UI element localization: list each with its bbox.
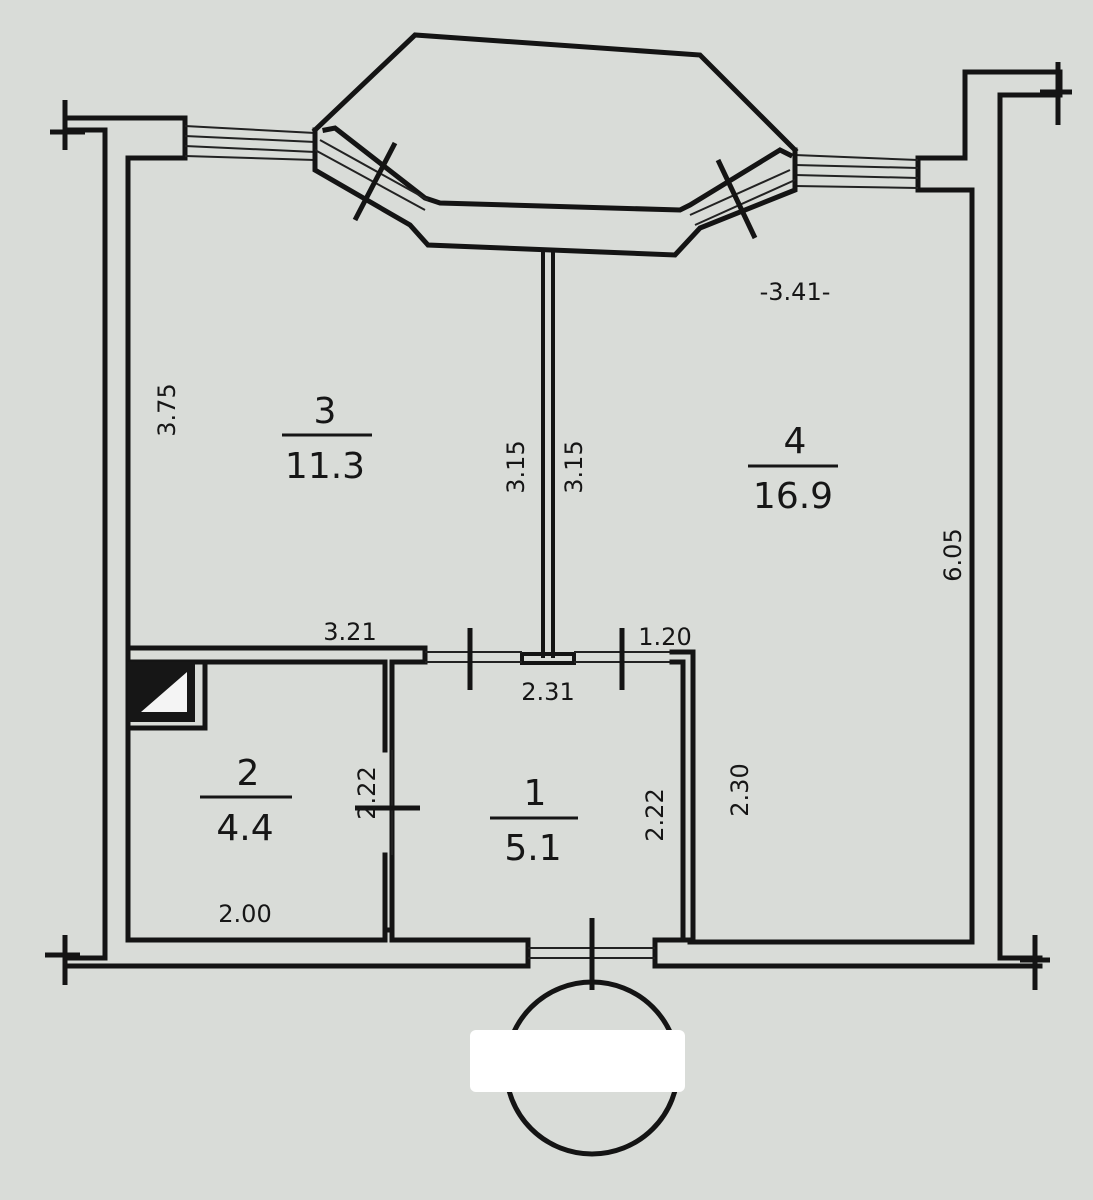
- room-4-area: 16.9: [753, 476, 833, 517]
- vent-shaft-triangle: [141, 672, 187, 712]
- redaction-box: [470, 1030, 685, 1092]
- bay-pane: [689, 169, 791, 216]
- dim-room3-bottom: 3.21: [323, 618, 376, 646]
- window-pane: [184, 135, 316, 143]
- dim-room2-bottom: 2.00: [218, 900, 271, 928]
- hall-right-wall-inner: [669, 659, 686, 943]
- bay-door-tick: [352, 141, 398, 222]
- bottom-wall-left: [62, 927, 531, 969]
- bay-outer: [311, 32, 799, 154]
- room-1-number: 1: [524, 773, 547, 814]
- dimension-labels: -3.41- 3.75 3.15 3.15 6.05 3.21 1.20 2.3…: [153, 278, 967, 928]
- window-pane: [794, 154, 919, 161]
- dim-room2-right: 2.22: [353, 766, 381, 819]
- bay-door-tick: [715, 158, 758, 240]
- bay-pane: [694, 179, 796, 226]
- dim-hall-right: 2.22: [641, 788, 669, 841]
- bottom-wall-right-inner: [652, 937, 975, 945]
- window-pane: [184, 125, 316, 134]
- window-pane: [184, 155, 316, 161]
- window-pane: [794, 185, 919, 189]
- room-4-number: 4: [784, 421, 807, 462]
- right-wall-outer: [915, 69, 1063, 961]
- dim-partition-left: 3.15: [502, 440, 530, 493]
- window-pane: [794, 174, 919, 179]
- exterior-walls: [45, 62, 1072, 990]
- bay-balcony-line: [322, 125, 794, 213]
- left-wall-inner: [125, 127, 188, 943]
- partition-3-4: [520, 252, 576, 665]
- right-wall-inner: [915, 155, 975, 943]
- dim-partition-right: 3.15: [560, 440, 588, 493]
- interior-walls: [125, 628, 696, 990]
- dim-door-label: 1.20: [638, 623, 691, 651]
- bay-window: [311, 32, 799, 258]
- entrance-marker: [470, 979, 685, 1157]
- room-1-area: 5.1: [504, 828, 561, 869]
- room-3-number: 3: [314, 391, 337, 432]
- hall-right-wall: [669, 649, 696, 943]
- partition-base: [520, 652, 576, 665]
- left-wall-outer: [62, 115, 188, 961]
- room-labels: 3 11.3 4 16.9 2 4.4 1 5.1: [200, 391, 838, 869]
- bay-inner: [312, 127, 798, 258]
- room-3-area: 11.3: [285, 446, 365, 487]
- vent-shaft-icon: [128, 662, 195, 722]
- bay-pane: [314, 149, 426, 211]
- dim-hall-top: 2.31: [521, 678, 574, 706]
- dim-room3-left: 3.75: [153, 383, 181, 436]
- room-2-area: 4.4: [216, 808, 273, 849]
- closet-wall: [125, 659, 208, 731]
- bay-pane: [319, 139, 429, 201]
- window-pane: [794, 164, 919, 169]
- dim-top-right: -3.41-: [760, 278, 831, 306]
- dim-room4-right: 6.05: [939, 528, 967, 581]
- dim-room4-lower: 2.30: [726, 763, 754, 816]
- window-pane: [184, 145, 316, 153]
- room-2-number: 2: [237, 753, 260, 794]
